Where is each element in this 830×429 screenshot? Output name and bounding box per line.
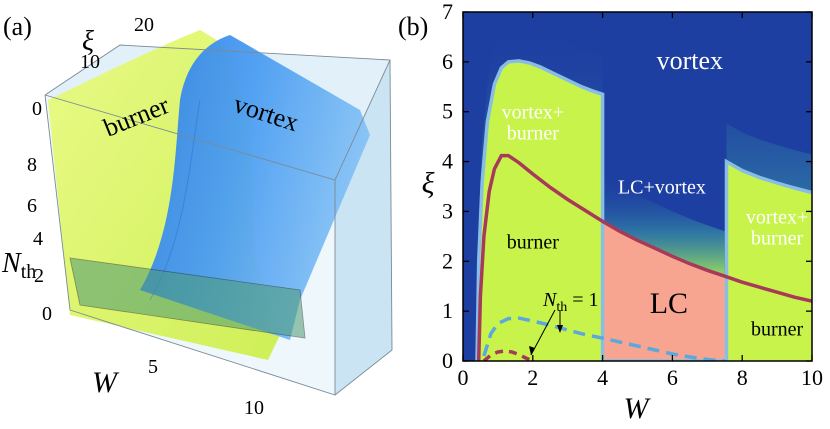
vortex-surface xyxy=(140,35,370,340)
mixed-region-halo xyxy=(477,22,812,361)
region-labels: vortexvortex+burnerLC+vortexvortex+burne… xyxy=(502,46,809,341)
x-tick-label: 10 xyxy=(801,365,823,390)
y-axis-label: ξ xyxy=(422,167,435,200)
plot-frame xyxy=(462,11,813,362)
x-tick-label: 0 xyxy=(458,365,469,390)
annotation-arrowhead-1 xyxy=(529,346,535,355)
axis-ticks: 0 2 4 6 8 10 0 1 2 3 4 5 6 7 xyxy=(442,0,823,390)
xi-tick: 10 xyxy=(80,51,100,73)
series-line-light-dashed xyxy=(482,316,725,361)
series-line-dark-dashed xyxy=(482,349,534,361)
w-tick: 5 xyxy=(148,356,158,378)
nth-tick: 8 xyxy=(27,154,37,176)
w-tick: 10 xyxy=(244,397,264,419)
region-label: vortex+ xyxy=(502,102,564,124)
xi-tick: 0 xyxy=(32,98,42,120)
x-axis-label: W xyxy=(624,392,652,425)
box-right-face xyxy=(335,60,392,395)
nth-tick: 6 xyxy=(27,195,37,217)
x-tick-label: 2 xyxy=(527,365,538,390)
y-tick-label: 3 xyxy=(442,198,453,223)
x-tick-label: 4 xyxy=(597,365,608,390)
annotation-arrowhead-2 xyxy=(557,325,563,333)
w-axis-label-a: W xyxy=(92,366,120,399)
region-label-line2: burner xyxy=(507,123,560,145)
region-label: vortex xyxy=(657,46,723,75)
region-label: LC xyxy=(650,287,688,320)
region-label: LC+vortex xyxy=(618,177,706,199)
nth-axis-label: Nth xyxy=(1,248,36,283)
y-tick-label: 4 xyxy=(442,149,453,174)
y-tick-label: 2 xyxy=(442,248,453,273)
lc-vortex-halo xyxy=(602,176,725,277)
region-label: burner xyxy=(507,231,560,253)
xi-axis-label: ξ xyxy=(82,26,94,57)
y-tick-label: 6 xyxy=(442,49,453,74)
plot-area xyxy=(463,12,812,361)
nth-tick: 0 xyxy=(42,303,52,325)
y-tick-label: 5 xyxy=(442,99,453,124)
y-tick-label: 0 xyxy=(442,348,453,373)
threshold-plane xyxy=(69,257,306,339)
region-label-line2: burner xyxy=(751,227,804,249)
nth-tick: 4 xyxy=(33,228,43,250)
series-line-dark-solid xyxy=(476,153,812,361)
panel-a: (a) burner vortex ξ 0 10 20 8 6 4 xyxy=(1,12,393,419)
x-tick-label: 8 xyxy=(737,365,748,390)
nth-tick: 2 xyxy=(34,265,44,287)
region-label: vortex+ xyxy=(746,206,808,228)
panel-b-label: (b) xyxy=(398,12,428,41)
panel-a-label: (a) xyxy=(3,12,32,41)
box-edges xyxy=(44,44,393,396)
lc-region xyxy=(602,221,727,361)
x-tick-label: 6 xyxy=(667,365,678,390)
annotation-arrow-1 xyxy=(530,309,556,356)
region-label: burner xyxy=(751,319,804,341)
nth-annotation: Nth = 1 xyxy=(542,289,599,315)
y-tick-label: 1 xyxy=(442,298,453,323)
plot-lines xyxy=(475,59,812,361)
series-line-light-solid xyxy=(475,59,812,361)
y-tick-label: 7 xyxy=(442,0,453,24)
xi-tick: 20 xyxy=(134,14,154,36)
